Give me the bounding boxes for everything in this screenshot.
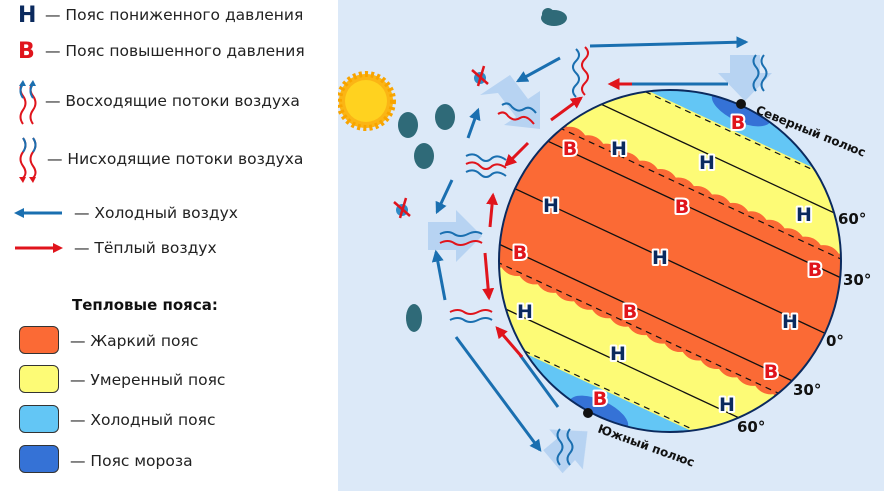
warm-air-arrows — [482, 78, 632, 358]
downward-air-mass-arrow — [480, 75, 540, 129]
low-pressure-marker: Н — [543, 195, 559, 217]
cold-air-arrow — [466, 107, 481, 139]
latitude-label-30s: 30° — [793, 381, 821, 399]
cold-air-arrow — [454, 336, 542, 452]
high-pressure-marker: В — [623, 301, 637, 323]
high-pressure-marker: В — [675, 196, 689, 218]
sinking-air-label: — Нисходящие потоки воздуха — [47, 150, 304, 168]
rain-cloud-icon — [398, 112, 418, 138]
rain-cloud-icons — [398, 8, 567, 332]
low-pressure-label: — Пояс пониженного давления — [45, 6, 304, 24]
high-pressure-marker: В — [563, 138, 577, 160]
rain-cloud-icon — [541, 8, 567, 26]
high-pressure-marker: В — [764, 361, 778, 383]
low-pressure-marker: Н — [699, 152, 715, 174]
thermal-zones-title: Тепловые пояса: — [72, 296, 218, 314]
high-pressure-marker: В — [731, 112, 745, 134]
warm-air-arrow — [486, 192, 499, 228]
warm-air-arrow-icon — [15, 243, 63, 253]
latitude-lines — [499, 90, 841, 432]
cold-air-arrow — [435, 179, 454, 215]
temperate-zone-label: — Умеренный пояс — [70, 371, 226, 389]
low-pressure-marker: Н — [782, 311, 798, 333]
rising-flow-icon — [572, 46, 589, 98]
atmospheric-circulation-diagram: Северный полюс Южный полюс 60° 30° 0° 30… — [338, 0, 884, 491]
rain-cloud-icon — [435, 104, 455, 130]
north-pole-point — [736, 99, 746, 109]
cold-air-arrow — [431, 249, 447, 301]
rising-air-icon — [19, 80, 37, 125]
cold-to-warm-arrow-tail — [518, 354, 560, 408]
latitude-label-30n: 30° — [843, 271, 871, 289]
temperate-zone-swatch — [19, 365, 59, 393]
frost-zone-label: — Пояс мороза — [70, 452, 193, 470]
low-pressure-marker: Н — [719, 394, 735, 416]
cold-air-arrow — [589, 36, 749, 49]
sinking-flow-icon — [497, 102, 537, 125]
south-pole-point — [583, 408, 593, 418]
horizontal-flow-icon — [465, 153, 507, 178]
low-pressure-marker: Н — [517, 301, 533, 323]
low-pressure-marker: Н — [796, 204, 812, 226]
hot-zone-swatch — [19, 326, 59, 354]
cold-air-arrow-icon — [14, 208, 62, 218]
low-pressure-marker: Н — [652, 247, 668, 269]
high-pressure-symbol: В — [18, 39, 35, 64]
south-pole-sinking-arrow — [543, 429, 588, 474]
south-pole-rising-flow-icon — [556, 428, 574, 466]
warm-air-label: — Тёплый воздух — [74, 239, 217, 257]
sun-icon — [338, 71, 396, 131]
latitude-label-60s: 60° — [737, 418, 765, 436]
cold-zone-label: — Холодный пояс — [70, 411, 216, 429]
north-pole-sinking-arrow — [718, 55, 772, 101]
hot-zone-label: — Жаркий пояс — [70, 332, 199, 350]
low-pressure-marker: Н — [610, 343, 626, 365]
warm-air-arrow — [550, 96, 583, 122]
air-flow-waves — [439, 46, 768, 466]
rain-cloud-icon — [414, 143, 434, 169]
latitude-label-equator: 0° — [826, 332, 844, 350]
high-pressure-marker: В — [808, 259, 822, 281]
sinking-air-icon — [19, 137, 37, 183]
horizontal-flow-icon — [439, 231, 483, 246]
cold-air-arrows — [431, 36, 749, 452]
pressure-labels: Н Н Н Н Н Н Н Н Н В В В В В В В В — [511, 110, 824, 418]
air-mass-arrows — [428, 55, 772, 474]
rain-cloud-icon — [406, 304, 422, 332]
cold-air-arrow — [515, 56, 561, 83]
north-pole-sinking-flow-icon — [752, 54, 768, 92]
equatorward-air-mass-arrow — [428, 210, 482, 262]
warm-air-arrow — [504, 141, 530, 167]
horizontal-flow-icon — [449, 309, 493, 323]
no-rain-icon — [471, 65, 489, 87]
legend: Н — Пояс пониженного давления В — Пояс п… — [0, 0, 338, 491]
high-pressure-label: — Пояс повышенного давления — [45, 42, 305, 60]
no-rain-icon — [393, 197, 411, 219]
latitude-label-60n: 60° — [838, 210, 866, 228]
high-pressure-marker: В — [513, 242, 527, 264]
low-pressure-marker: Н — [611, 138, 627, 160]
warm-air-arrow — [482, 252, 495, 301]
high-pressure-marker: В — [593, 388, 607, 410]
frost-zone-swatch — [19, 445, 59, 473]
cold-zone-swatch — [19, 405, 59, 433]
cold-air-label: — Холодный воздух — [74, 204, 238, 222]
rising-air-label: — Восходящие потоки воздуха — [45, 92, 300, 110]
warm-air-arrow — [495, 326, 524, 358]
low-pressure-symbol: Н — [18, 3, 37, 28]
